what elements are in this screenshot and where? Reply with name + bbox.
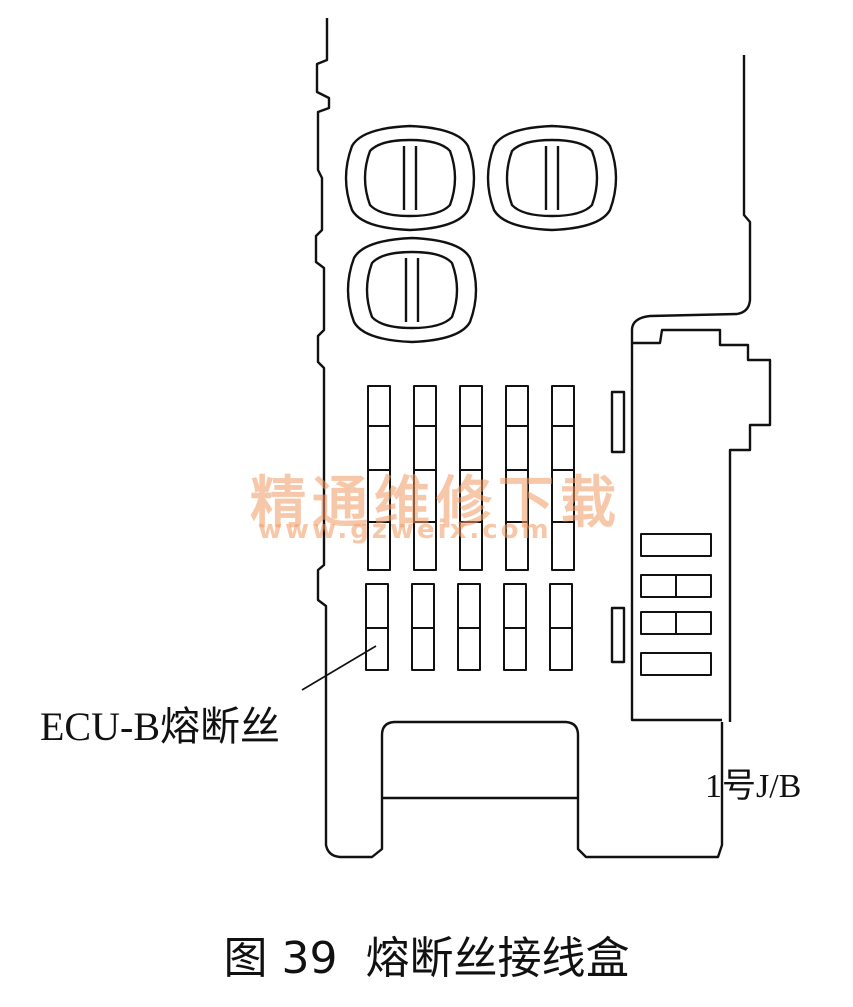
- housing-outline: [314, 18, 724, 859]
- figure-caption: 图 39 熔断丝接线盒: [0, 922, 853, 986]
- side-clip-lower: [610, 606, 626, 664]
- relay-socket-3: [346, 236, 478, 344]
- relay-socket-1: [344, 124, 476, 232]
- figure-number: 图 39: [223, 933, 338, 984]
- ecu-b-fuse-label: ECU-B熔断丝: [40, 704, 280, 749]
- fuse-block-upper: [367, 385, 575, 571]
- watermark-url: www.gzweix.com: [258, 515, 552, 545]
- figure-title: 熔断丝接线盒: [365, 933, 630, 984]
- ecu-b-leader-line: [301, 645, 377, 691]
- relay-socket-2: [486, 124, 618, 232]
- fuse-block-right: [640, 533, 712, 676]
- connector-module: [632, 328, 772, 722]
- fuse-block-lower: [365, 583, 573, 671]
- junction-block-label: 1号J/B: [705, 768, 802, 805]
- side-clip-upper: [610, 390, 626, 454]
- housing-right-edge: [630, 55, 752, 722]
- watermark-text: 精通维修下载: [250, 471, 622, 536]
